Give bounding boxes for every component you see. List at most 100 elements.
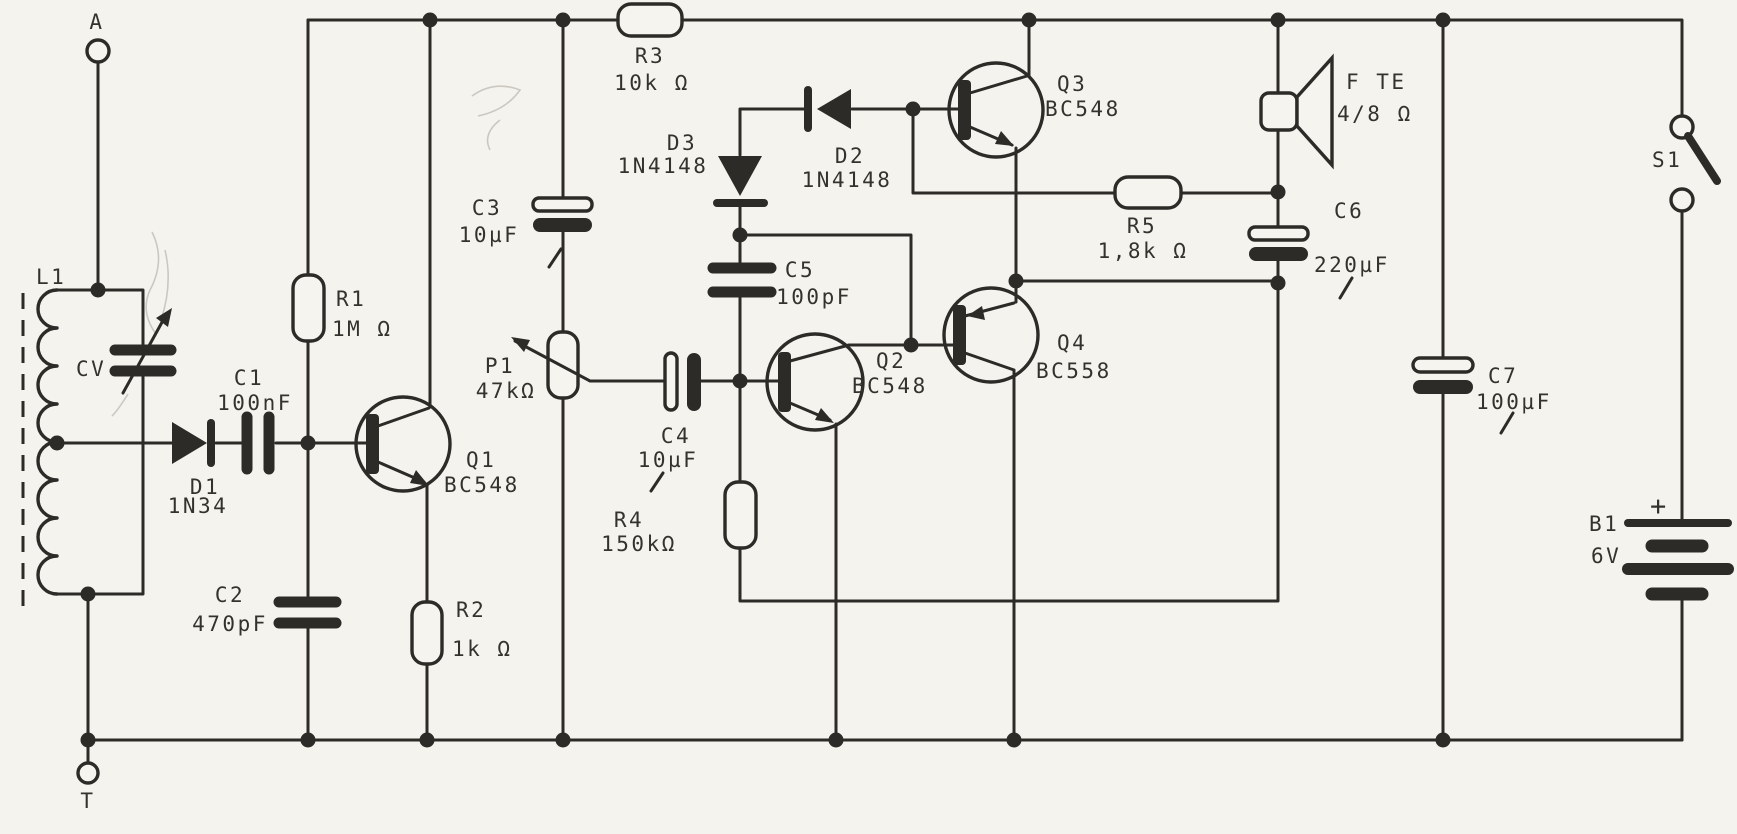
d2-value: 1N4148 [802,168,893,192]
junction-dot [905,101,921,117]
labels: A T L1 CV D1 1N34 C1 100nF R1 1M Ω C2 47… [36,10,1682,813]
fte-value: 4/8 Ω [1337,102,1413,126]
q1-value: BC548 [444,473,520,497]
junction-dot [80,586,96,602]
l1-coil [21,288,59,608]
r5-resistor [1113,175,1183,210]
t-terminal [76,761,100,785]
r2-resistor [410,600,444,666]
c4-capacitor [663,351,701,412]
q4-transistor [942,286,1040,384]
p1-potentiometer [511,330,667,400]
c6-capacitor [1247,225,1310,261]
d3-ref: D3 [667,131,697,155]
c4-ref: C4 [661,424,691,448]
l1-label: L1 [36,265,66,289]
c1-capacitor [241,411,275,475]
d3-diode [713,156,768,207]
junction-dot [555,732,571,748]
fte-speaker [1259,53,1334,170]
wire-tank-circuit [55,288,145,742]
wire-bias-network [738,233,955,363]
a-terminal-label: A [89,10,104,34]
r1-resistor [291,273,326,343]
c2-ref: C2 [215,583,245,607]
c3-value: 10µF [459,223,520,247]
wire-top-rail [306,18,1684,118]
d1-diode [172,419,215,467]
scan-scribbles [111,85,522,417]
wire-q4-leads [963,279,1018,742]
junction-dots [49,12,1451,748]
junction-dot [828,732,844,748]
r4-resistor [723,480,758,550]
c6-value: 220µF [1314,253,1390,277]
c5-value: 100pF [776,285,852,309]
r1-ref: R1 [336,287,366,311]
c3-capacitor [531,196,594,232]
junction-dot [1270,275,1286,291]
c4-value: 10µF [638,448,699,472]
junction-dot [903,337,919,353]
b1-battery [1622,519,1734,601]
q1-ref: Q1 [466,448,496,472]
junction-dot [732,227,748,243]
c3-ref: C3 [472,196,502,220]
q3-transistor [947,61,1045,159]
wire-r5-bootstrap [911,107,1280,195]
mu-tails [547,247,1515,493]
r1-value: 1M Ω [332,317,393,341]
q4-ref: Q4 [1057,331,1087,355]
r2-value: 1k Ω [452,637,513,661]
c1-ref: C1 [234,366,264,390]
cv-label: CV [76,357,106,381]
junction-dot [300,435,316,451]
c2-capacitor [273,596,342,629]
c5-capacitor [707,262,777,298]
a-terminal [85,38,111,64]
junction-dot [1270,184,1286,200]
q3-ref: Q3 [1057,72,1087,96]
r5-ref: R5 [1127,214,1157,238]
q2-transistor [765,332,865,432]
fte-ref: F TE [1346,70,1407,94]
b1-ref: B1 [1589,512,1619,536]
c7-capacitor [1411,356,1475,394]
wire-r4-feedback [738,281,1280,603]
junction-dot [1270,12,1286,28]
b1-plus-sign: + [1650,491,1666,522]
q2-ref: Q2 [876,349,906,373]
d2-ref: D2 [835,144,865,168]
junction-dot [80,732,96,748]
d3-value: 1N4148 [618,154,709,178]
d2-diode [804,86,851,132]
junction-dot [90,282,106,298]
junction-dot [422,12,438,28]
junction-dot [300,732,316,748]
b1-value: 6V [1591,544,1621,568]
c1-value: 100nF [217,391,293,415]
junction-dot [1006,732,1022,748]
wire-q1-leads [376,18,432,742]
junction-dot [732,373,748,389]
c2-value: 470pF [192,612,268,636]
r2-ref: R2 [456,598,486,622]
junction-dot [49,435,65,451]
r3-ref: R3 [635,44,665,68]
p1-value: 47kΩ [476,379,537,403]
c7-ref: C7 [1488,364,1518,388]
junction-dot [1021,12,1037,28]
r4-value: 150kΩ [601,532,677,556]
junction-dot [1435,732,1451,748]
q4-value: BC558 [1036,359,1112,383]
q3-value: BC548 [1045,97,1121,121]
r3-value: 10k Ω [614,71,690,95]
r5-value: 1,8k Ω [1098,239,1189,263]
s1-label: S1 [1652,148,1682,172]
c6-ref: C6 [1334,199,1364,223]
q2-value: BC548 [852,374,928,398]
d1-value: 1N34 [168,494,229,518]
c5-ref: C5 [785,258,815,282]
d1-ref: D1 [190,475,220,499]
